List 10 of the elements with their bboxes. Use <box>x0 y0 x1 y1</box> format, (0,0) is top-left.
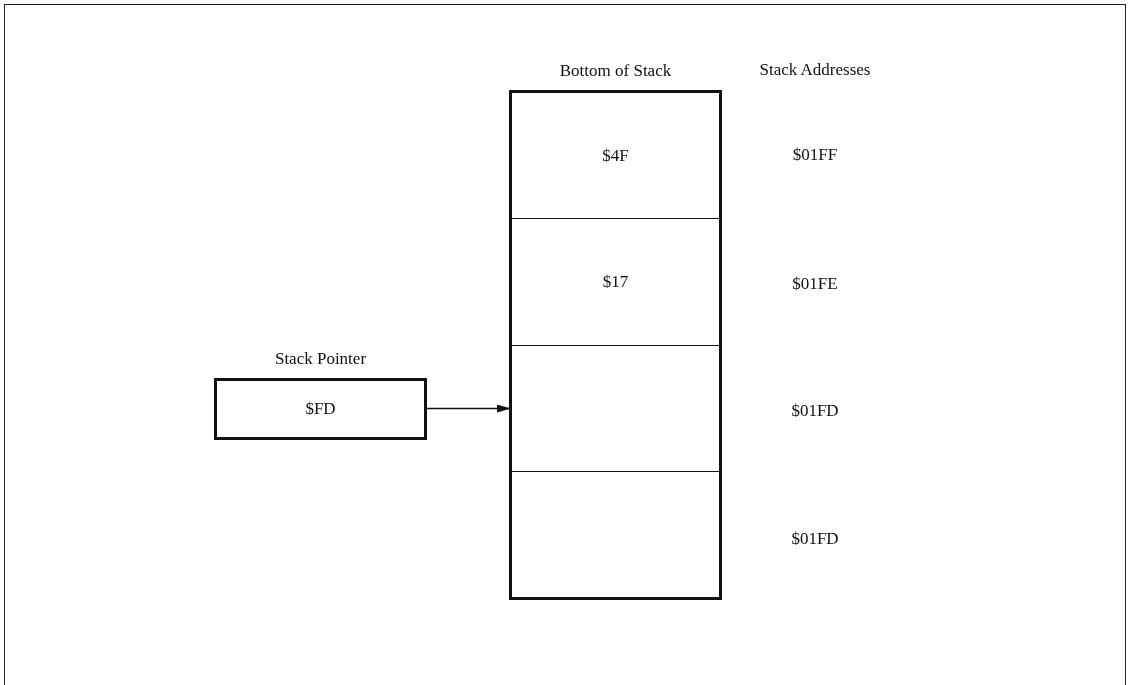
stack-cell: $4F <box>512 93 719 219</box>
box-heading: Bottom of Stack <box>559 60 672 82</box>
stack-cell: $17 <box>512 218 719 345</box>
address-label: $01FD <box>791 401 839 421</box>
column-heading: Stack Addresses <box>759 60 871 80</box>
address-label: $01FE <box>792 274 838 294</box>
box-heading: Stack Pointer <box>274 348 367 370</box>
address-label: $01FF <box>792 145 838 165</box>
address-label: $01FD <box>791 529 839 549</box>
register-box: $FD <box>214 378 427 440</box>
